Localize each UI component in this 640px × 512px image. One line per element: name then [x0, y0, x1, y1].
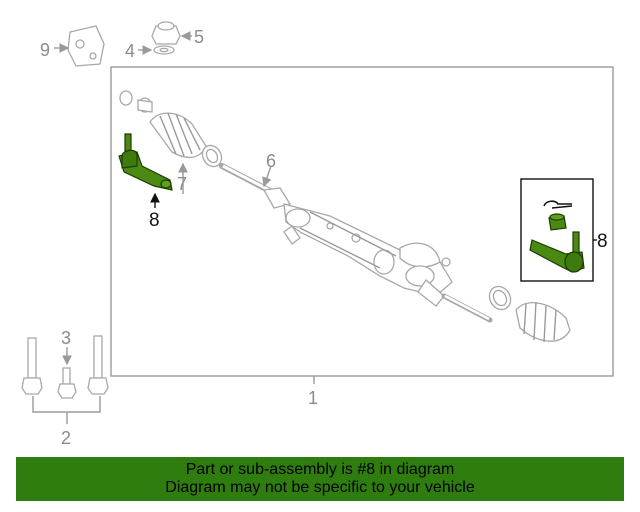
assembly-frame	[110, 66, 614, 377]
callout-8-left: 8	[149, 210, 160, 231]
cotter-pin[interactable]	[543, 200, 573, 209]
inner-tie-rod-part-6[interactable]	[219, 163, 292, 209]
bolt-left[interactable]	[21, 337, 43, 395]
tie-rod-end-left-part-8[interactable]	[118, 133, 173, 191]
tie-rod-end-right-part-8[interactable]	[529, 231, 585, 273]
callout-9: 9	[40, 40, 50, 60]
boot-right[interactable]	[485, 283, 571, 343]
callout-4: 4	[125, 41, 135, 61]
boot-clamp[interactable]	[199, 142, 226, 170]
callout-6: 6	[266, 151, 276, 171]
nut-part-5[interactable]	[151, 21, 181, 45]
callout-2: 2	[61, 428, 71, 448]
castle-nut[interactable]	[548, 213, 567, 231]
part-note-banner: Part or sub-assembly is #8 in diagram Di…	[16, 457, 624, 501]
callout-7: 7	[177, 174, 187, 194]
bolt-part-3[interactable]	[57, 367, 77, 399]
callout-8-right: 8	[597, 231, 608, 252]
banner-line-1: Part or sub-assembly is #8 in diagram	[185, 461, 455, 478]
bolt-right[interactable]	[87, 335, 109, 395]
bracket-part-9[interactable]	[67, 25, 105, 67]
boot-part-7[interactable]	[149, 112, 207, 158]
washer-part-4[interactable]	[153, 45, 175, 55]
banner-line-2: Diagram may not be specific to your vehi…	[165, 479, 475, 496]
callout-1: 1	[308, 388, 318, 408]
clamp-small-left[interactable]	[119, 90, 153, 113]
callout-3: 3	[61, 328, 71, 348]
callout-5: 5	[194, 27, 204, 47]
rack-housing-part-1[interactable]	[283, 203, 493, 323]
